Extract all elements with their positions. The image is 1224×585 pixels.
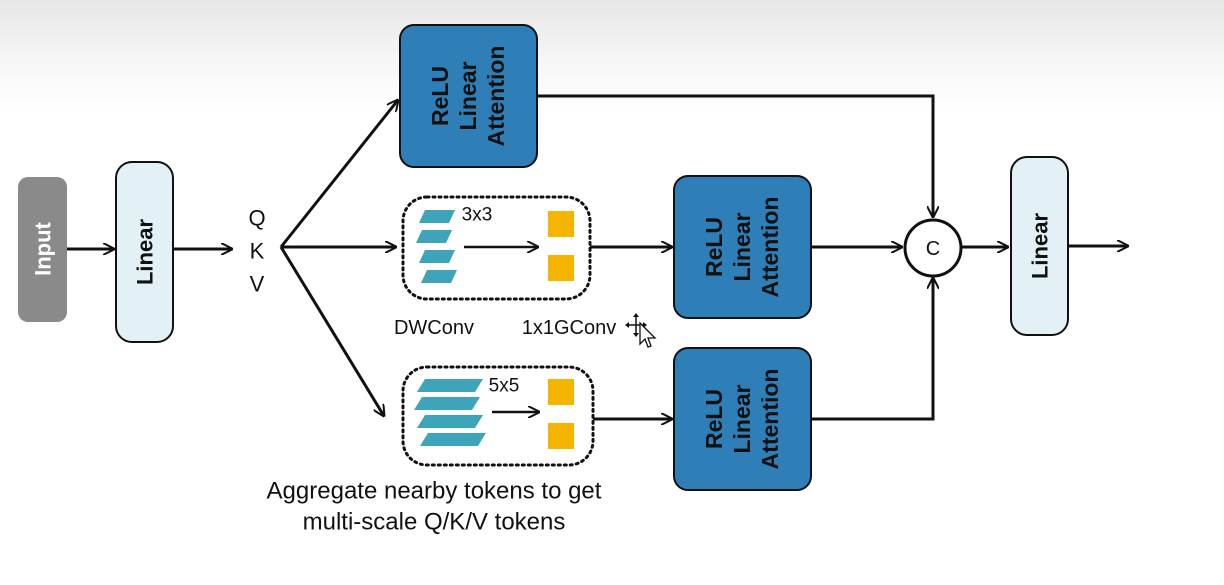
linear-input-label: Linear: [133, 219, 158, 285]
attention-block-mid: ReLU Linear Attention: [673, 175, 812, 319]
linear-output-block: Linear: [1010, 156, 1069, 336]
attention-top-line2: Linear: [455, 61, 481, 130]
attention-bot-line2: Linear: [729, 384, 755, 453]
conv-square-bot-top: [548, 379, 574, 405]
q-label: Q: [248, 206, 265, 231]
attention-block-top: ReLU Linear Attention: [399, 24, 538, 168]
move-pointer-icon: [625, 313, 657, 348]
caption-line1: Aggregate nearby tokens to get: [267, 478, 602, 505]
aggregation-box-bot: 5x5: [401, 365, 595, 467]
attention-bot-line3: Attention: [757, 369, 783, 470]
kernel-label-5x5: 5x5: [489, 376, 520, 397]
kernel-label-3x3: 3x3: [462, 205, 493, 226]
v-label: V: [250, 272, 265, 297]
k-label: K: [250, 239, 265, 264]
linear-input-block: Linear: [115, 161, 174, 343]
arrow-qkv-to-top: [279, 100, 398, 248]
conv-square-mid-bottom: [548, 255, 574, 281]
aggregation-box-mid: 3x3: [401, 195, 592, 301]
attention-mid-line2: Linear: [729, 212, 755, 281]
caption-line2: multi-scale Q/K/V tokens: [303, 509, 566, 536]
input-label: Input: [31, 221, 56, 275]
attention-mid-line3: Attention: [757, 197, 783, 298]
dwconv-label: DWConv: [394, 317, 474, 339]
attention-top-line3: Attention: [483, 46, 509, 147]
arrow-top-to-concat: [537, 94, 933, 217]
arrow-qkv-to-bot: [279, 246, 384, 416]
token-stack-5x5: [414, 379, 486, 446]
token-stack-3x3: [416, 210, 457, 283]
input-block: Input: [18, 177, 67, 322]
linear-output-label: Linear: [1028, 213, 1053, 279]
concat-node: C: [903, 218, 963, 278]
conv-square-mid-top: [548, 211, 574, 237]
attention-top-line1: ReLU: [427, 66, 453, 126]
attention-mid-line1: ReLU: [701, 217, 727, 277]
concat-label: C: [926, 238, 940, 260]
attention-block-bot: ReLU Linear Attention: [673, 347, 812, 491]
attention-bot-line1: ReLU: [701, 389, 727, 449]
arrow-bot-to-concat: [811, 278, 933, 421]
conv-square-bot-bottom: [548, 423, 574, 449]
gconv-label: 1x1GConv: [522, 317, 617, 339]
